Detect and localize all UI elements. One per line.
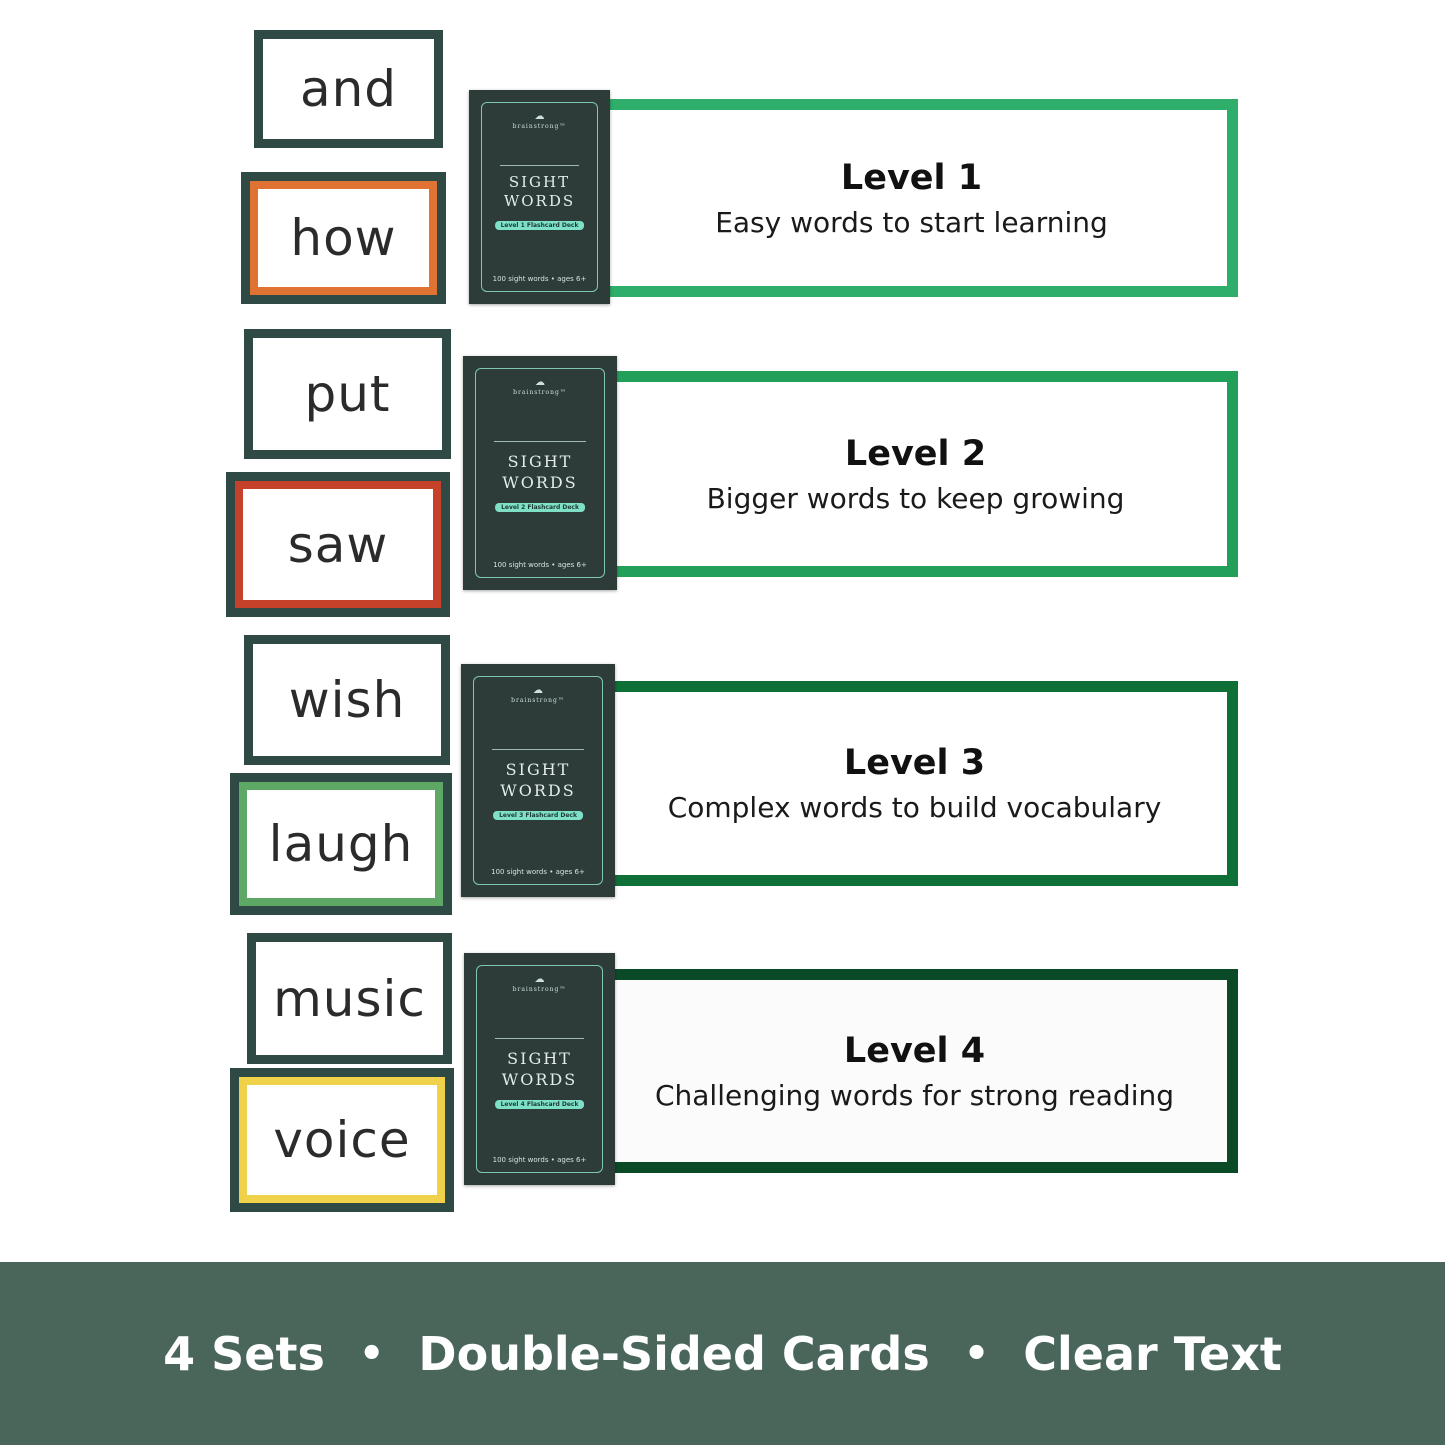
deck-title-line1: SIGHT: [508, 173, 571, 191]
brain-icon: ☁: [533, 685, 543, 696]
level-title: Level 4: [843, 1030, 986, 1071]
feature-sets: 4 Sets: [163, 1326, 325, 1381]
deck-title: SIGHT WORDS: [476, 451, 604, 493]
deck-title-line2: WORDS: [503, 192, 576, 210]
deck-title-line2: WORDS: [502, 473, 578, 492]
deck-level-pill: Level 4 Flashcard Deck: [494, 1100, 585, 1109]
level-title: Level 3: [843, 743, 986, 783]
brain-logo-icon: ☁ brainstrong™: [474, 685, 602, 704]
deck-level-4: ☁ brainstrong™ SIGHT WORDS Level 4 Flash…: [464, 953, 615, 1185]
deck-level-pill: Level 2 Flashcard Deck: [495, 503, 585, 512]
deck-brand: brainstrong™: [512, 986, 567, 993]
word-card-saw: saw: [226, 472, 450, 617]
deck-level-3: ☁ brainstrong™ SIGHT WORDS Level 3 Flash…: [461, 664, 615, 897]
deck-title: SIGHT WORDS: [482, 173, 597, 211]
word-card-put: put: [244, 329, 451, 459]
brain-logo-icon: ☁ brainstrong™: [476, 377, 604, 396]
deck-title-line1: SIGHT: [507, 452, 573, 471]
deck-level-1: ☁ brainstrong™ SIGHT WORDS Level 1 Flash…: [469, 90, 610, 304]
level-description: Bigger words to keep growing: [706, 481, 1125, 515]
feature-banner: 4 Sets • Double-Sided Cards • Clear Text: [0, 1262, 1445, 1445]
deck-level-2: ☁ brainstrong™ SIGHT WORDS Level 2 Flash…: [463, 356, 617, 590]
deck-brand: brainstrong™: [511, 697, 565, 704]
level-description: Easy words to start learning: [715, 205, 1108, 239]
deck-footer: 100 sight words • ages 6+: [491, 868, 585, 876]
deck-frame: ☁ brainstrong™ SIGHT WORDS Level 3 Flash…: [473, 676, 603, 885]
brain-logo-icon: ☁ brainstrong™: [482, 111, 597, 130]
word-card-text: put: [253, 338, 442, 450]
level-description: Challenging words for strong reading: [654, 1078, 1175, 1112]
level-title: Level 1: [840, 157, 983, 198]
word-card-text: music: [256, 942, 443, 1055]
word-card-laugh: laugh: [230, 773, 452, 915]
deck-frame: ☁ brainstrong™ SIGHT WORDS Level 4 Flash…: [476, 965, 603, 1173]
word-card-wish: wish: [244, 635, 450, 765]
deck-title-line2: WORDS: [501, 1070, 578, 1089]
level-description: Complex words to build vocabulary: [667, 791, 1162, 824]
deck-brand: brainstrong™: [513, 389, 567, 396]
deck-title-line1: SIGHT: [505, 760, 571, 779]
feature-clear-text: Clear Text: [1023, 1326, 1282, 1381]
word-card-text: and: [263, 39, 434, 139]
word-card-text: saw: [235, 481, 441, 608]
word-card-text: wish: [253, 644, 441, 756]
deck-footer: 100 sight words • ages 6+: [493, 561, 587, 569]
deck-footer: 100 sight words • ages 6+: [492, 275, 587, 283]
deck-brand: brainstrong™: [512, 123, 567, 130]
feature-double-sided: Double-Sided Cards: [418, 1326, 930, 1381]
word-card-and: and: [254, 30, 443, 148]
level-title: Level 2: [844, 433, 987, 474]
deck-title-line1: SIGHT: [507, 1049, 572, 1068]
level-box-2: Level 2 Bigger words to keep growing: [604, 371, 1238, 577]
word-card-how: how: [241, 172, 446, 304]
bullet-separator: •: [963, 1330, 990, 1377]
brain-logo-icon: ☁ brainstrong™: [477, 974, 602, 993]
bullet-separator: •: [358, 1330, 385, 1377]
brain-icon: ☁: [534, 974, 545, 985]
deck-divider: [500, 165, 579, 166]
deck-level-pill: Level 1 Flashcard Deck: [494, 221, 585, 230]
deck-frame: ☁ brainstrong™ SIGHT WORDS Level 2 Flash…: [475, 368, 605, 578]
deck-title: SIGHT WORDS: [474, 759, 602, 801]
deck-divider: [494, 441, 586, 442]
deck-title-line2: WORDS: [500, 781, 576, 800]
level-box-4: Level 4 Challenging words for strong rea…: [602, 969, 1238, 1173]
word-card-music: music: [247, 933, 452, 1064]
deck-divider: [492, 749, 584, 750]
word-card-text: how: [250, 181, 437, 295]
deck-divider: [495, 1038, 584, 1039]
brain-icon: ☁: [534, 111, 545, 122]
word-card-voice: voice: [230, 1068, 454, 1212]
deck-level-pill: Level 3 Flashcard Deck: [493, 811, 583, 820]
level-box-1: Level 1 Easy words to start learning: [596, 99, 1238, 297]
deck-title: SIGHT WORDS: [477, 1048, 602, 1090]
brain-icon: ☁: [535, 377, 545, 388]
deck-footer: 100 sight words • ages 6+: [492, 1156, 587, 1164]
deck-frame: ☁ brainstrong™ SIGHT WORDS Level 1 Flash…: [481, 102, 598, 292]
word-card-text: voice: [239, 1077, 445, 1203]
level-box-3: Level 3 Complex words to build vocabular…: [602, 681, 1238, 886]
word-card-text: laugh: [239, 782, 443, 906]
